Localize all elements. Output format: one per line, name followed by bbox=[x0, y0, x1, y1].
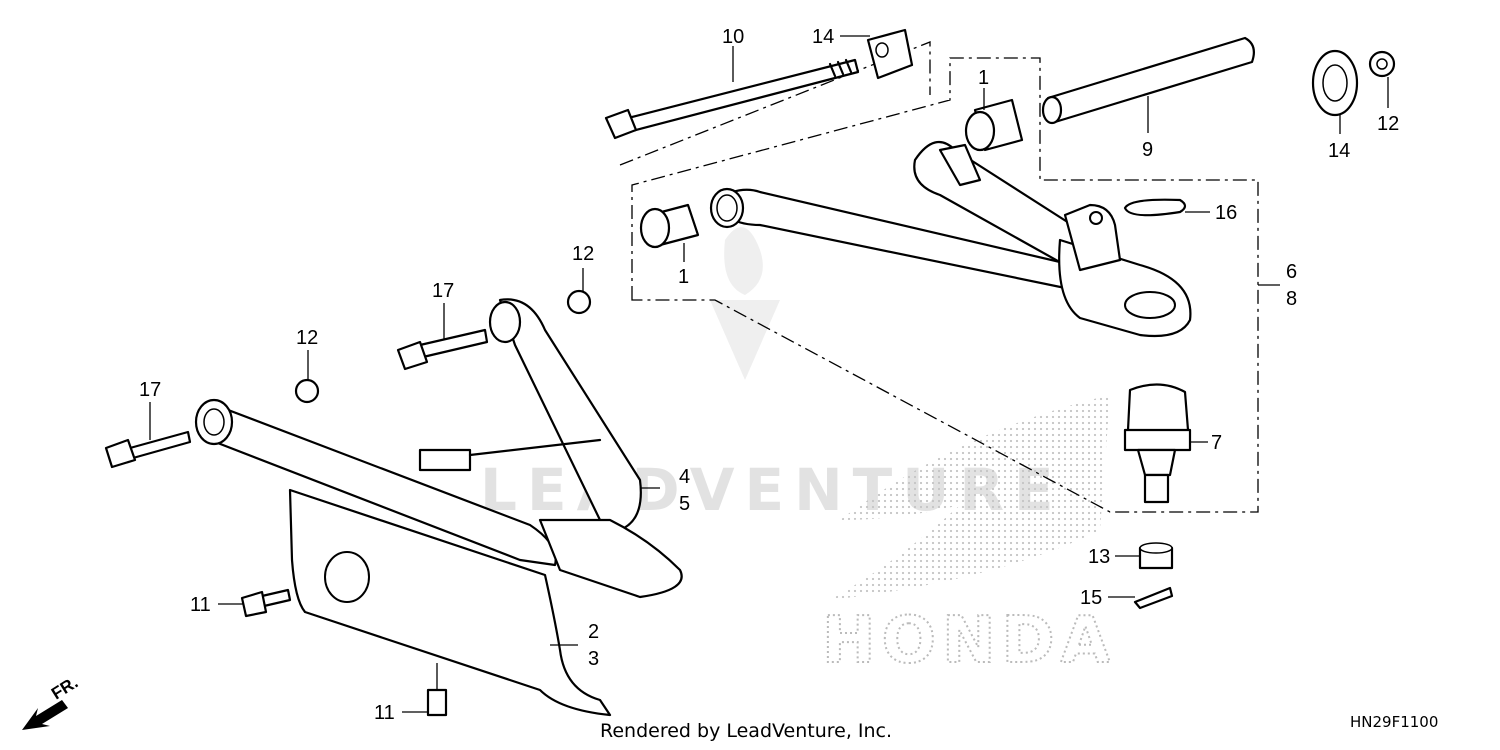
pivot-shaft bbox=[1041, 36, 1255, 125]
diagram-code: HN29F1100 bbox=[1350, 713, 1439, 731]
long-bolt bbox=[604, 58, 860, 140]
callout-11-bottom: 11 bbox=[374, 702, 395, 724]
callout-6: 6 bbox=[1286, 261, 1297, 283]
bolt-mid bbox=[396, 328, 489, 371]
callout-9: 9 bbox=[1142, 139, 1153, 161]
bolt-left bbox=[104, 430, 192, 469]
assembly-boundary-upper-arm bbox=[631, 57, 1259, 513]
ball-joint bbox=[1123, 383, 1192, 504]
castle-nut bbox=[1138, 542, 1174, 570]
callout-3: 3 bbox=[588, 648, 599, 670]
rubber-cap-right bbox=[1311, 49, 1359, 117]
callout-13: 13 bbox=[1088, 546, 1110, 568]
callout-12-right: 12 bbox=[1377, 113, 1399, 135]
lower-a-arm bbox=[194, 298, 683, 599]
callout-17-mid: 17 bbox=[432, 280, 454, 302]
callout-2: 2 bbox=[588, 621, 599, 643]
honda-brand-text: HONDA bbox=[822, 604, 1116, 678]
callout-14-left: 14 bbox=[812, 26, 834, 48]
rendered-by-credit: Rendered by LeadVenture, Inc. bbox=[600, 720, 893, 742]
callout-14-right: 14 bbox=[1328, 140, 1350, 162]
front-direction-arrow: FR. bbox=[22, 673, 81, 730]
callout-1-bottom: 1 bbox=[678, 266, 689, 288]
callout-17-left: 17 bbox=[139, 379, 161, 401]
callout-15: 15 bbox=[1080, 587, 1102, 609]
skid-plate bbox=[288, 488, 612, 717]
bushing-upper bbox=[964, 98, 1024, 152]
callout-16: 16 bbox=[1215, 202, 1237, 224]
cotter-pin bbox=[1133, 586, 1174, 610]
callout-12-left: 12 bbox=[296, 327, 318, 349]
leader-lines bbox=[149, 35, 1389, 713]
callout-4: 4 bbox=[679, 466, 690, 488]
leadventure-logo-mark bbox=[710, 227, 780, 380]
assembly-boundary-top-shaft bbox=[619, 41, 931, 166]
front-direction-label: FR. bbox=[48, 673, 81, 704]
callout-12-mid: 12 bbox=[572, 243, 594, 265]
rubber-cap-left bbox=[866, 28, 914, 80]
bolt-skid-left bbox=[240, 588, 292, 618]
callouts: 10 14 1 1 9 14 12 16 6 8 7 13 15 12 17 1… bbox=[139, 26, 1399, 724]
callout-7: 7 bbox=[1211, 432, 1222, 454]
bolt-skid-bottom bbox=[426, 688, 448, 717]
circlip bbox=[1123, 198, 1187, 217]
nut-right bbox=[1368, 50, 1396, 78]
skid-plate-hole bbox=[324, 551, 370, 603]
callout-1-top: 1 bbox=[978, 67, 989, 89]
nut-mid bbox=[566, 289, 592, 315]
callout-5: 5 bbox=[679, 493, 690, 515]
bushing-lower bbox=[639, 203, 700, 249]
upper-a-arm bbox=[709, 140, 1192, 338]
honda-wing-logo: HONDA bbox=[821, 395, 1116, 679]
callout-10: 10 bbox=[722, 26, 744, 48]
nut-left bbox=[294, 378, 320, 404]
callout-8: 8 bbox=[1286, 288, 1297, 310]
callout-11-left: 11 bbox=[190, 594, 211, 616]
